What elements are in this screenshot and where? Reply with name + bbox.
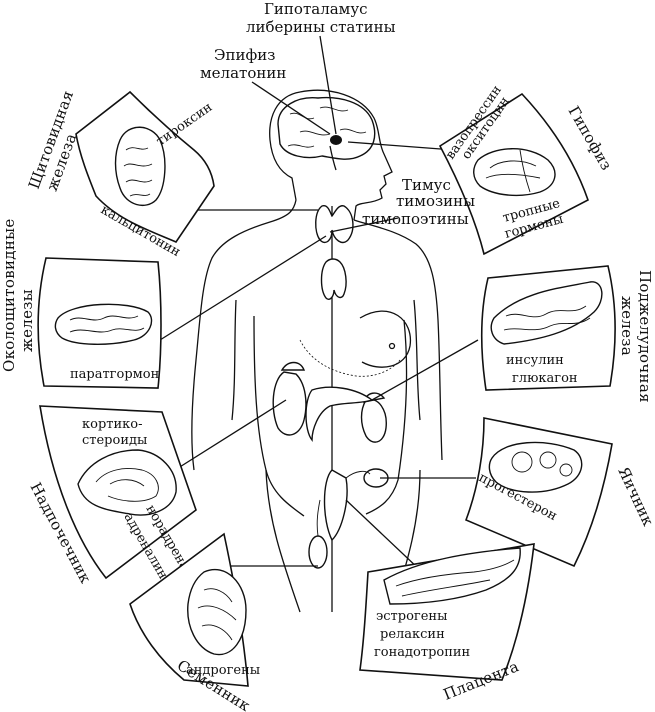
pancreas-card: инсулин глюкагон [480, 265, 616, 391]
uterus-organ [323, 469, 348, 542]
pancreas-hormone-1: инсулин [506, 353, 564, 368]
thymus-line1: тимозины [396, 192, 475, 210]
pancreas-hormone-2: глюкагон [512, 371, 578, 386]
adrenal-hormone-2: стероиды [82, 433, 147, 448]
epiphysis-title: Эпифиз [214, 46, 275, 64]
placenta-hormone-1: эстрогены [376, 609, 447, 624]
pituitary-card: вазопрессин окситоцин тропные гормоны [438, 83, 589, 256]
connector-lines [159, 35, 479, 571]
epiphysis-hormones: мелатонин [200, 64, 286, 82]
parathyroid-hormone: паратгормон [70, 367, 159, 382]
thymus-organ [320, 258, 347, 300]
thyroid-card: тироксин кальцитонин [75, 90, 215, 260]
adrenal-hormone-1: кортико- [82, 417, 142, 432]
ovary-name: Яичник [614, 464, 655, 529]
placenta-card: эстрогены релаксин гонадотропин [359, 543, 535, 681]
thyroid-organ [315, 204, 354, 244]
pancreas-organ [305, 386, 374, 442]
placenta-hormone-2: релаксин [380, 627, 445, 642]
thymus-line2: тимопоэтины [362, 210, 469, 228]
internal-organs [272, 204, 401, 569]
hypothalamus-hormones: либерины статины [246, 18, 396, 36]
pancreas-name-line2: железа [618, 296, 636, 356]
testis-hormone: андрогены [186, 663, 260, 678]
thymus-title: Тимус [402, 176, 451, 194]
body-silhouette [191, 89, 443, 613]
placenta-hormone-3: гонадотропин [374, 645, 470, 660]
testis-card: андрогены [129, 532, 260, 687]
testis-organ [308, 535, 328, 569]
parathyroid-name-line1: Околощитовидные [0, 218, 18, 372]
hypothalamus-title: Гипоталамус [264, 0, 368, 18]
ovary-card: прогестерон [464, 417, 613, 568]
pancreas-name-line1: Поджелудочная [636, 270, 654, 403]
kidney-left [272, 371, 307, 436]
brain-illustration [277, 96, 376, 171]
parathyroid-card: паратгормон [37, 257, 162, 389]
parathyroid-name-line2: железы [18, 289, 36, 352]
kidney-right [360, 398, 387, 443]
